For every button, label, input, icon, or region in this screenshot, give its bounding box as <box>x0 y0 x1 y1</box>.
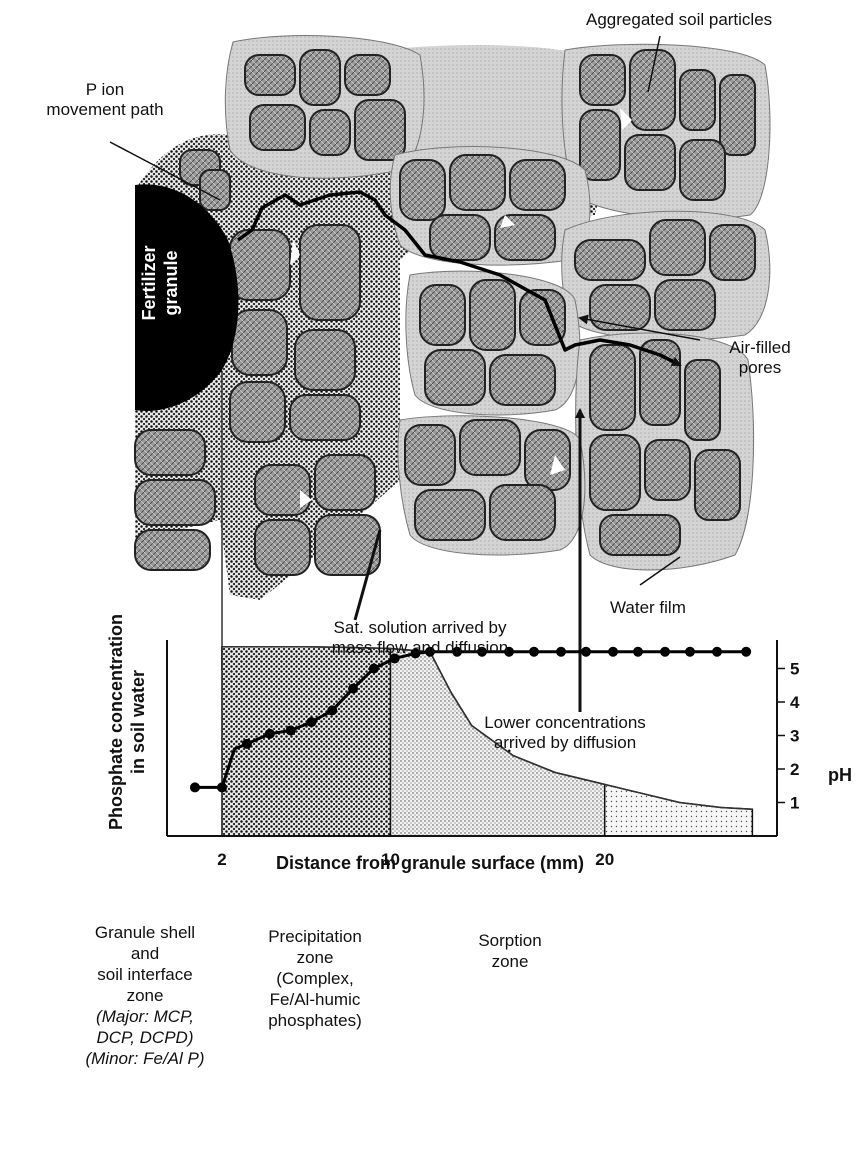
ph-point <box>608 647 618 657</box>
chart-ylabel-left: Phosphate concentration in soil water <box>105 562 149 882</box>
ph-point <box>712 647 722 657</box>
ph-point <box>286 725 296 735</box>
zone-sorption-line: Sorption <box>450 930 570 951</box>
ph-point <box>327 705 337 715</box>
zone-caption-precipitation: Precipitation zone (Complex, Fe/Al-humic… <box>240 926 390 1031</box>
zone-caption-sorption: Sorption zone <box>450 930 570 972</box>
zone-granule-minor: (Minor: Fe/Al P) <box>60 1048 230 1069</box>
zone-sorption-line: zone <box>450 951 570 972</box>
zone-granule-major: DCP, DCPD) <box>60 1027 230 1048</box>
zone-precip-line: phosphates) <box>240 1010 390 1031</box>
ph-tick-label: 3 <box>790 727 799 746</box>
zone-precip-line: (Complex, <box>240 968 390 989</box>
concentration-chart: 21020 12345 <box>167 640 800 869</box>
label-water-film: Water film <box>610 598 686 618</box>
zone-granule-line: Granule shell <box>60 922 230 943</box>
ph-point <box>685 647 695 657</box>
label-air-line2: pores <box>700 358 820 378</box>
label-aggregated-soil-particles: Aggregated soil particles <box>586 10 772 30</box>
ph-point <box>581 647 591 657</box>
label-air-line1: Air-filled <box>700 338 820 358</box>
label-lower-line1: Lower concentrations <box>445 713 685 733</box>
ph-point <box>556 647 566 657</box>
ph-point <box>265 729 275 739</box>
label-lower-line2: arrived by diffusion <box>445 733 685 753</box>
zone-caption-granule: Granule shell and soil interface zone (M… <box>60 922 230 1069</box>
ph-point <box>660 647 670 657</box>
ph-tick-label: 4 <box>790 693 800 712</box>
ylabel-left-line2: in soil water <box>127 562 149 882</box>
ph-point <box>217 782 227 792</box>
chart-ylabel-right: pH <box>828 765 852 785</box>
chart-xlabel: Distance from granule surface (mm) <box>220 853 640 873</box>
label-sat-line2: mass flow and diffusion <box>285 638 555 658</box>
ph-point <box>306 717 316 727</box>
label-p-ion-line1: P ion <box>40 80 170 100</box>
ph-tick-label: 2 <box>790 760 799 779</box>
zone-precip-line: Fe/Al-humic <box>240 989 390 1010</box>
label-fertilizer-line2: granule <box>160 223 182 343</box>
zone-granule-line: and <box>60 943 230 964</box>
ph-tick-label: 1 <box>790 794 799 813</box>
label-sat-solution: Sat. solution arrived by mass flow and d… <box>285 618 555 658</box>
label-p-ion-path: P ion movement path <box>40 80 170 120</box>
label-fertilizer-granule: Fertilizer granule <box>138 223 182 343</box>
ph-point <box>242 739 252 749</box>
ph-point <box>741 647 751 657</box>
ph-tick-label: 5 <box>790 660 799 679</box>
label-air-filled-pores: Air-filled pores <box>700 338 820 378</box>
label-p-ion-line2: movement path <box>40 100 170 120</box>
outer-zone-area <box>605 784 753 836</box>
label-fertilizer-line1: Fertilizer <box>138 223 160 343</box>
label-lower-concentrations: Lower concentrations arrived by diffusio… <box>445 713 685 753</box>
zone-granule-line: soil interface <box>60 964 230 985</box>
zone-precip-line: Precipitation <box>240 926 390 947</box>
ph-point <box>190 782 200 792</box>
zone-granule-major: (Major: MCP, <box>60 1006 230 1027</box>
ph-point <box>633 647 643 657</box>
ph-point <box>369 664 379 674</box>
zone-precip-line: zone <box>240 947 390 968</box>
label-sat-line1: Sat. solution arrived by <box>285 618 555 638</box>
ph-point <box>348 684 358 694</box>
ylabel-left-line1: Phosphate concentration <box>105 562 127 882</box>
zone-granule-line: zone <box>60 985 230 1006</box>
